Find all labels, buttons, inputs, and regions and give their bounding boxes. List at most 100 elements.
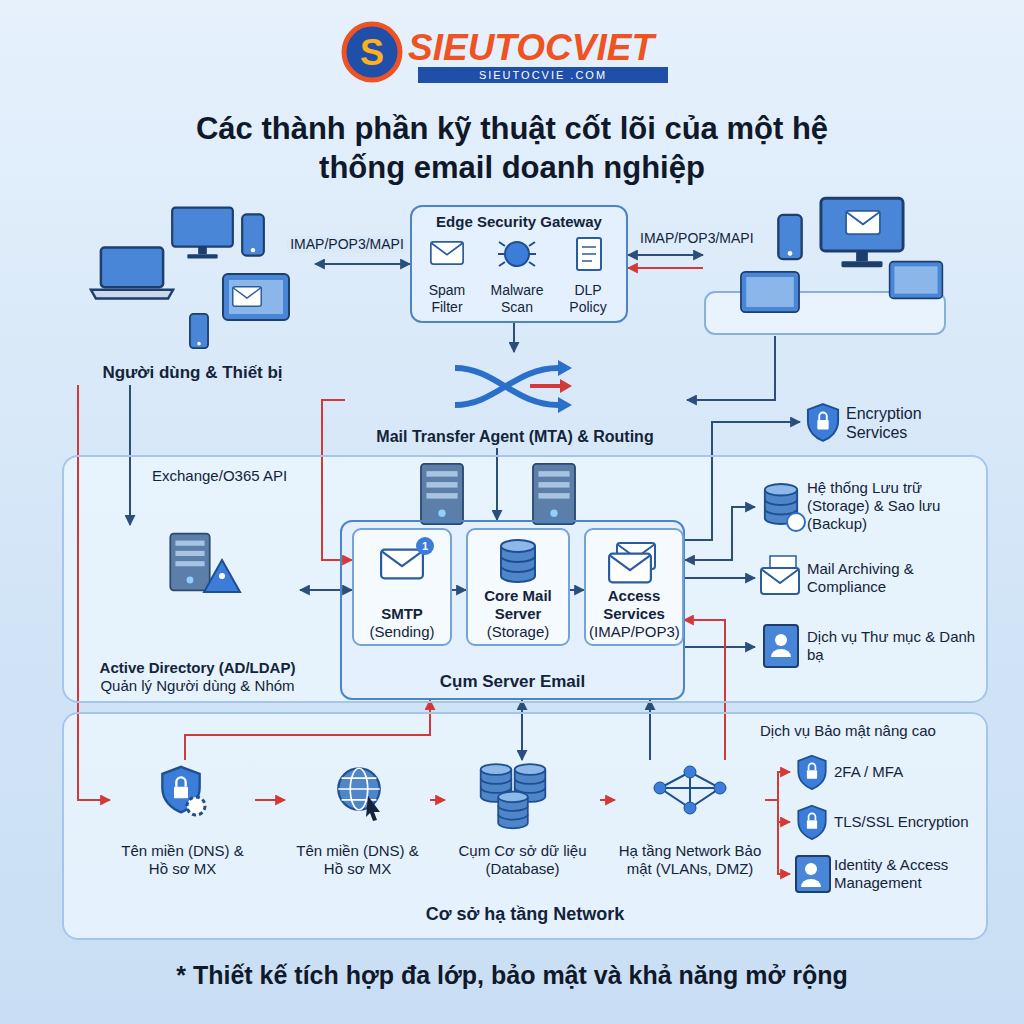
icon-node: Tên miền (DNS) & Hồ sơ MX <box>110 760 255 880</box>
icon-part <box>687 336 775 400</box>
box-fill <box>62 455 988 703</box>
mta-icon <box>455 360 572 413</box>
icon-part <box>798 806 825 839</box>
icon-part <box>654 782 666 794</box>
logo-text: S <box>352 31 392 74</box>
node-text: TLS/SSL Encryption <box>834 813 973 831</box>
icon-node: Người dùng & Thiết bị <box>70 200 315 385</box>
node-text: Spam Filter <box>416 282 478 316</box>
connector <box>765 800 790 874</box>
icon-part <box>787 513 805 531</box>
box-fill <box>340 520 685 700</box>
icon-node: Mail Transfer Agent (MTA) & Routing <box>345 352 685 448</box>
logo-text: SIEUTOCVIET <box>408 26 654 70</box>
connector <box>452 589 466 591</box>
icon-part <box>344 24 400 80</box>
node-text: Malware Scan <box>485 282 549 316</box>
icon-node: Cụm Cơ sở dữ liệu (Database) <box>445 760 600 880</box>
layer-band: Exchange/O365 APIActive Directory (AD/LD… <box>62 455 988 703</box>
icon-part <box>219 573 225 579</box>
connector <box>570 589 584 591</box>
icon-node: Spam Filter <box>414 232 480 318</box>
icon-node: DLP Policy <box>554 232 622 318</box>
label: IMAP/POP3/MAPI <box>640 230 754 247</box>
node-text: DLP Policy <box>556 282 620 316</box>
connector <box>685 646 755 648</box>
icon-part <box>808 404 838 441</box>
icon-part <box>172 208 233 259</box>
icon-part <box>560 379 572 393</box>
process-box: Access Services(IMAP/POP3) <box>584 528 684 646</box>
icon-node: Encryption Services <box>800 398 965 448</box>
node-text: Active Directory (AD/LDAP) <box>97 659 298 677</box>
cluster-inner-icons <box>381 537 655 582</box>
diagram-title: Các thành phần kỹ thuật cốt lõi của một … <box>192 110 832 188</box>
badge-number: 1 <box>417 538 433 554</box>
node-text: SMTP <box>357 605 447 623</box>
icon-part <box>796 856 830 892</box>
icon-node: Hệ thống Lưu trữ (Storage) & Sao lưu (Ba… <box>755 475 980 537</box>
node-text: Người dùng & Thiết bị <box>72 363 313 383</box>
connector <box>600 799 615 801</box>
node-text: Cơ sở hạ tầng Network <box>64 904 986 926</box>
connector <box>430 799 445 801</box>
connector <box>78 385 110 800</box>
node-text: Hạ tầng Network Bảo mật (VLANs, DMZ) <box>617 842 763 878</box>
gateway-icons <box>431 238 601 270</box>
connector <box>684 620 725 760</box>
logo-text: SIEUTOCVIE .COM <box>418 68 668 82</box>
box-fill <box>352 528 452 646</box>
icon-part <box>684 802 696 814</box>
icon-part <box>778 215 801 259</box>
icon-part <box>505 242 529 266</box>
icon-part <box>233 287 262 307</box>
connector <box>496 448 498 520</box>
icon-node: Identity & Access Management <box>790 850 975 898</box>
connector <box>649 700 651 760</box>
icon-part <box>577 238 601 270</box>
icon-part <box>805 863 817 875</box>
edge-label: IMAP/POP3/MAPI <box>287 236 407 253</box>
icon-node: Active Directory (AD/LDAP)Quản lý Người … <box>95 525 300 697</box>
node-text: Identity & Access Management <box>834 856 973 892</box>
node-text: Hệ thống Lưu trữ (Storage) & Sao lưu (Ba… <box>807 479 978 533</box>
process-box: Core Mail Server(Storage) <box>466 528 570 646</box>
node-text: Mail Transfer Agent (MTA) & Routing <box>347 427 683 446</box>
label: Dịch vụ Bảo mật nâng cao <box>760 722 936 740</box>
icon-part <box>684 766 696 778</box>
icon-part <box>582 247 596 261</box>
user-devices-left <box>91 208 289 349</box>
node-text: Core Mail Server <box>471 587 565 623</box>
icon-part <box>741 272 799 312</box>
icon-part <box>91 247 173 298</box>
ad-icon <box>170 534 240 592</box>
icon-part <box>431 242 463 264</box>
box-fill <box>466 528 570 646</box>
icon-part <box>190 314 208 348</box>
connector <box>322 400 352 560</box>
icon-part <box>558 360 572 413</box>
process-box: Edge Security GatewaySpam FilterMalware … <box>410 205 628 323</box>
node-text: Mail Archiving & Compliance <box>807 560 978 596</box>
process-box: SMTP(Sending) <box>352 528 452 646</box>
layer-band: Cơ sở hạ tầng Network Tên miền (DNS) & Hồ… <box>62 712 988 940</box>
node-text: (Storage) <box>471 623 565 641</box>
connector <box>765 772 790 800</box>
node-text: Quản lý Người dùng & Nhóm <box>97 677 298 695</box>
icon-part <box>223 274 289 320</box>
connector <box>300 589 352 591</box>
connector <box>685 422 800 540</box>
icon-part <box>381 550 423 579</box>
connector <box>521 700 523 760</box>
icon-part <box>775 634 787 646</box>
user-devices-right <box>628 198 945 400</box>
icon-node: TLS/SSL Encryption <box>790 800 975 844</box>
connector <box>685 507 755 560</box>
icon-part <box>628 254 703 256</box>
box-fill <box>584 528 684 646</box>
icon-node: Mail Archiving & Compliance <box>755 550 980 605</box>
icon-part <box>421 464 463 524</box>
icon-node: Malware Scan <box>483 232 551 318</box>
icon-part <box>628 267 703 269</box>
